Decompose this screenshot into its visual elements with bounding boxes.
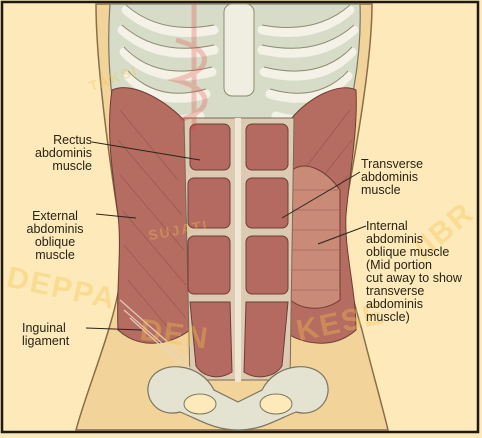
pelvis-opening-right bbox=[260, 394, 292, 414]
label-transverse-abdominis: Transverse abdominis muscle bbox=[361, 158, 471, 197]
label-external-oblique: External abdominis oblique muscle bbox=[16, 210, 94, 262]
label-inguinal-ligament: Inguinal ligament bbox=[22, 322, 92, 348]
transverse-abdominis bbox=[290, 166, 340, 308]
label-internal-oblique: Internal abdominis oblique muscle (Mid p… bbox=[366, 220, 478, 324]
label-rectus-abdominis: Rectus abdominis muscle bbox=[12, 134, 92, 173]
external-oblique-left bbox=[110, 88, 190, 343]
pelvis-opening-left bbox=[184, 394, 216, 414]
sternum bbox=[224, 4, 254, 96]
